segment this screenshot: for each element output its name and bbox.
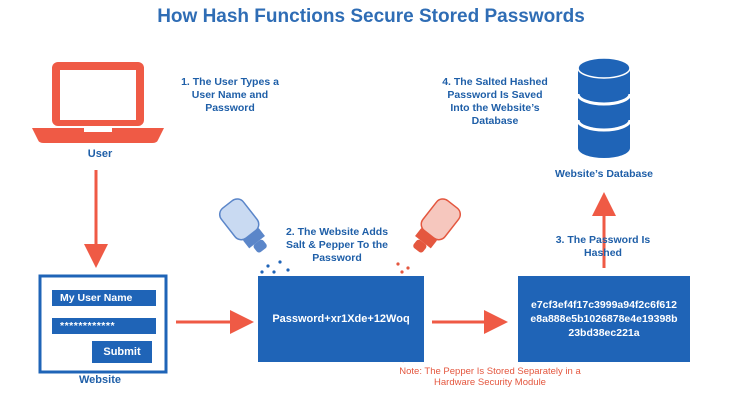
- password-field[interactable]: ************: [52, 318, 156, 334]
- step-4-label: 4. The Salted Hashed Password Is Saved I…: [442, 76, 548, 127]
- database-label: Website’s Database: [554, 168, 654, 180]
- password-value: ************: [60, 320, 116, 332]
- website-label: Website: [79, 374, 121, 386]
- laptop-icon: [32, 62, 164, 143]
- page-title: How Hash Functions Secure Stored Passwor…: [157, 6, 585, 27]
- database-icon: [576, 57, 632, 158]
- step-3-label: 3. The Password Is Hashed: [555, 234, 651, 259]
- pepper-note: Note: The Pepper Is Stored Separately in…: [399, 366, 581, 388]
- step-1-label: 1. The User Types a User Name and Passwo…: [181, 76, 279, 114]
- username-value: My User Name: [60, 292, 133, 304]
- salt-shaker-icon: [218, 198, 267, 253]
- submit-button[interactable]: Submit: [92, 341, 152, 363]
- hash-box: e7cf3ef4f17c3999a94f2c6f612 e8a888e5b102…: [518, 276, 690, 362]
- hash-value-text: e7cf3ef4f17c3999a94f2c6f612 e8a888e5b102…: [530, 299, 678, 339]
- salted-password-box: Password+xr1Xde+12Woq: [258, 276, 424, 362]
- username-field[interactable]: My User Name: [52, 290, 156, 306]
- user-label: User: [87, 148, 113, 160]
- step-2-label: 2. The Website Adds Salt & Pepper To the…: [285, 226, 389, 264]
- pepper-shaker-icon: [413, 198, 462, 253]
- salted-password-text: Password+xr1Xde+12Woq: [272, 313, 410, 325]
